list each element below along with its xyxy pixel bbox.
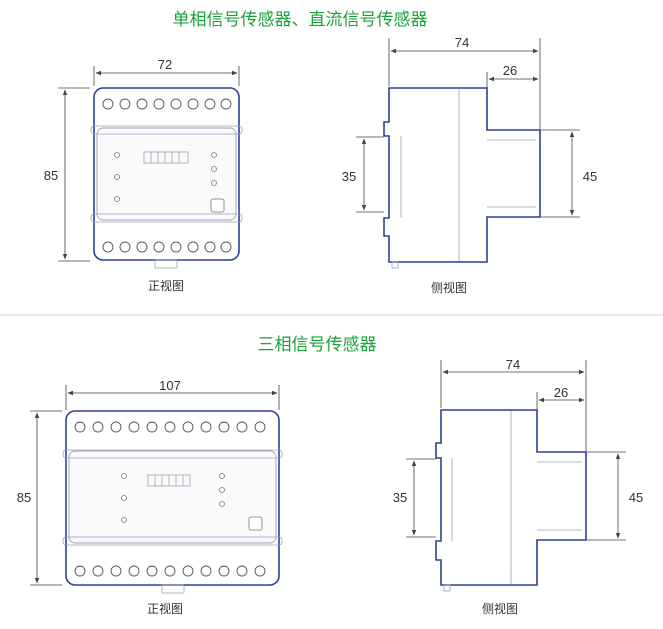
front1-button	[210, 198, 225, 213]
side2-caption: 侧视图	[482, 601, 518, 616]
side2-front-depth-label: 26	[554, 385, 568, 400]
section2-title: 三相信号传感器	[258, 335, 377, 355]
front1-caption: 正视图	[148, 278, 184, 293]
front1-dip-switch	[143, 151, 189, 164]
side1-depth-label: 74	[455, 35, 469, 50]
side1-front-depth-label: 26	[503, 63, 517, 78]
side2-face-label: 45	[629, 490, 643, 505]
front-view-single-phase: 72 85	[44, 57, 243, 269]
front1-bottom-terminals	[102, 241, 232, 253]
front1-top-terminals	[102, 98, 232, 110]
front2-width-label: 107	[159, 378, 181, 393]
front2-height-label: 85	[17, 490, 31, 505]
front2-button	[248, 516, 263, 531]
side1-housing	[383, 87, 541, 263]
side1-rail-label: 35	[342, 169, 356, 184]
side2-rail-label: 35	[393, 490, 407, 505]
side-view-single-phase: 74 26 35 45	[342, 35, 597, 269]
side1-caption: 侧视图	[431, 280, 467, 295]
front-view-three-phase: 107 85	[17, 378, 283, 594]
front1-height-label: 85	[44, 168, 58, 183]
front1-width-label: 72	[158, 57, 172, 72]
section1-title: 单相信号传感器、直流信号传感器	[173, 10, 428, 30]
front2-top-terminals	[74, 421, 266, 433]
front2-bottom-terminals	[74, 565, 266, 577]
front2-caption: 正视图	[147, 601, 183, 616]
side2-depth-label: 74	[506, 357, 520, 372]
side-view-three-phase: 74 26 35 45	[393, 357, 643, 592]
side1-face-label: 45	[583, 169, 597, 184]
